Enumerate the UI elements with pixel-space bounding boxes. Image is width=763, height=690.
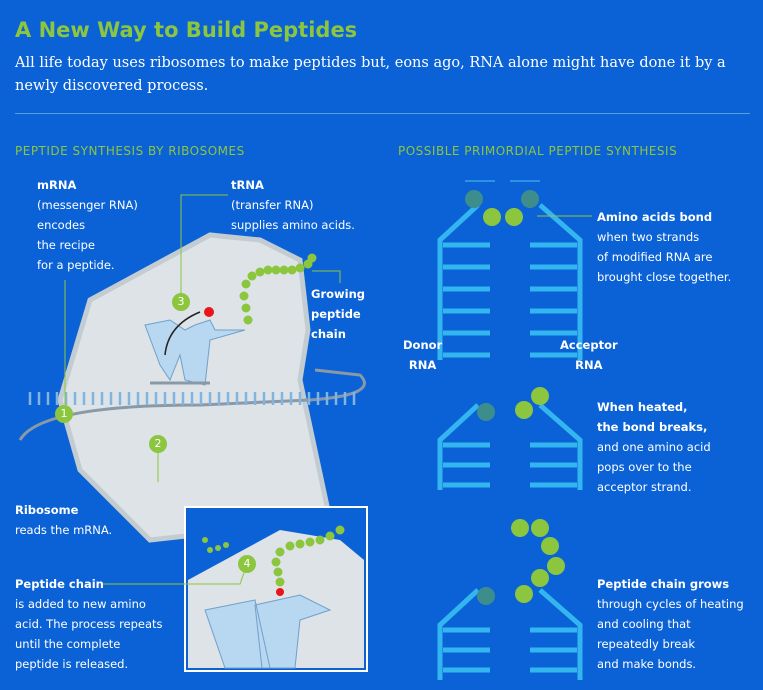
amino-acid: [295, 539, 305, 549]
step2-label: When heated,the bond breaks,and one amin…: [597, 400, 711, 494]
amino-acid: [325, 531, 335, 541]
donor-strand: [437, 403, 480, 490]
amino-acid: [305, 537, 315, 547]
amino-acid: [275, 547, 285, 557]
amino-acid: [531, 519, 549, 537]
acceptor-strand: [538, 403, 583, 490]
inset-illustration: [103, 506, 368, 672]
left-section-title: PEPTIDE SYNTHESIS BY RIBOSOMES: [15, 144, 245, 158]
amino-acid: [465, 190, 483, 208]
amino-acid: [477, 587, 495, 605]
amino-acid: [477, 403, 495, 421]
rna-strand-diagrams: [437, 190, 583, 680]
marker-3: 3: [172, 293, 190, 311]
marker-2: 2: [149, 435, 167, 453]
amino-acid: [202, 537, 208, 543]
amino-acid: [511, 519, 529, 537]
amino-acid: [335, 525, 345, 535]
amino-acid: [541, 537, 559, 555]
page-title: A New Way to Build Peptides: [15, 18, 358, 42]
amino-acid: [239, 291, 249, 301]
amino-acid: [271, 265, 281, 275]
amino-acid: [515, 401, 533, 419]
donor-strand: [437, 588, 480, 680]
amino-acid: [287, 265, 297, 275]
amino-acid: [315, 535, 325, 545]
amino-acid: [241, 303, 251, 313]
amino-acid: [263, 265, 273, 275]
amino-acid: [273, 567, 283, 577]
amino-acid: [223, 542, 229, 548]
amino-acid: [307, 253, 317, 263]
donor-strand: [437, 203, 480, 360]
amino-acid: [215, 545, 221, 551]
amino-acid: [531, 387, 549, 405]
divider: [15, 113, 750, 114]
amino-acid: [521, 190, 539, 208]
marker-4: 4: [238, 555, 256, 573]
amino-acid: [247, 271, 257, 281]
amino-acid: [295, 263, 305, 273]
amino-acid: [515, 585, 533, 603]
trna-label: tRNA(transfer RNA)supplies amino acids.: [231, 178, 355, 232]
right-section-title: POSSIBLE PRIMORDIAL PEPTIDE SYNTHESIS: [398, 144, 678, 158]
marker-1: 1: [55, 405, 73, 423]
subtitle: All life today uses ribosomes to make pe…: [15, 55, 726, 94]
amino-acid: [275, 577, 285, 587]
amino-acid: [285, 541, 295, 551]
amino-acid: [207, 547, 213, 553]
amino-acid: [505, 208, 523, 226]
amino-acid: [255, 267, 265, 277]
acceptor-strand: [538, 588, 583, 680]
amino-acid: [271, 557, 281, 567]
amino-acid: [531, 569, 549, 587]
acceptor-strand: [538, 203, 583, 360]
amino-acid: [243, 315, 253, 325]
amino-acid: [279, 265, 289, 275]
amino-acid: [483, 208, 501, 226]
ribosome-illustration: [18, 194, 366, 543]
amino-acid: [547, 557, 565, 575]
amino-acid: [241, 279, 251, 289]
